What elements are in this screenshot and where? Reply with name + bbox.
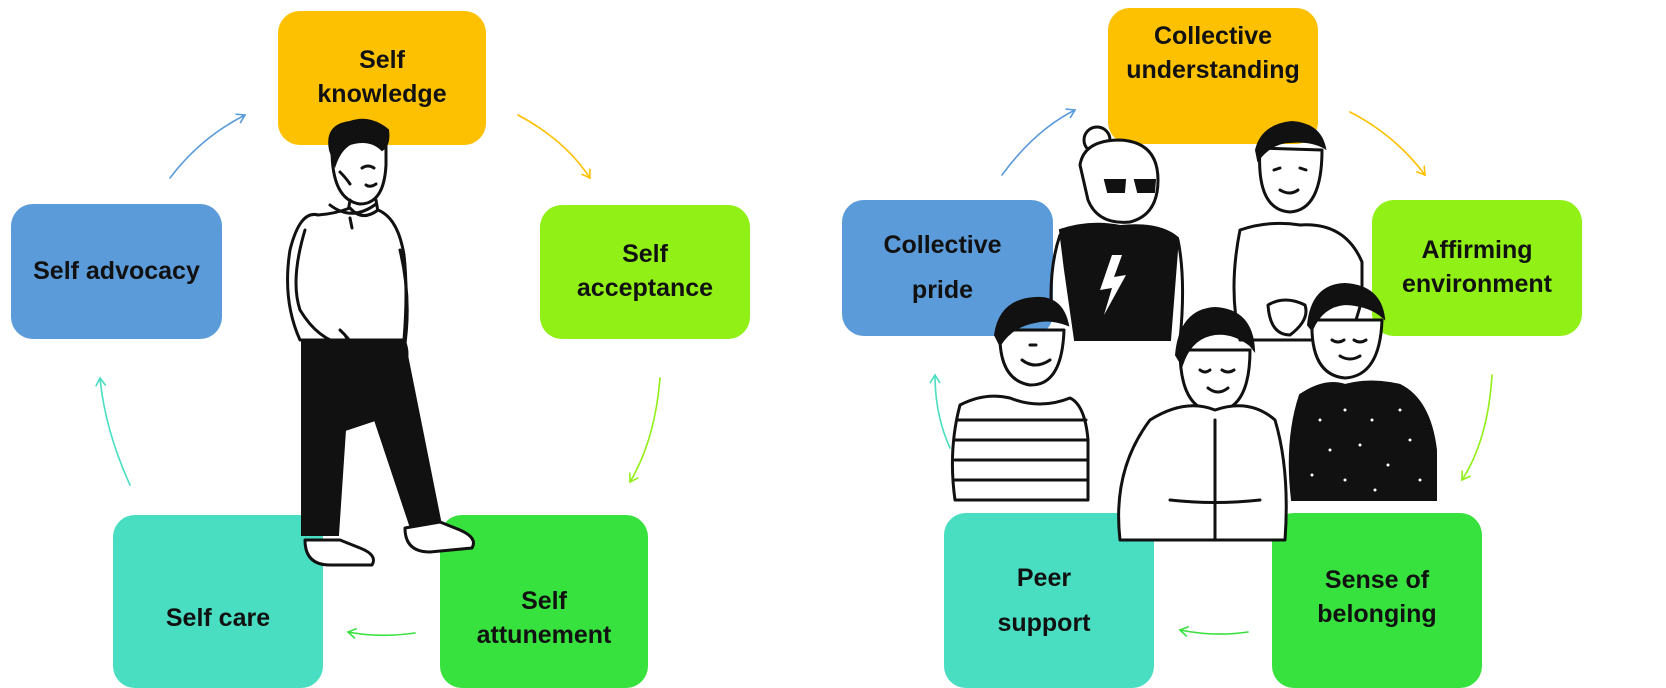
node-self-care: Self care (113, 515, 323, 688)
arrow-attunement-to-care (346, 627, 416, 639)
arrow-pride-to-understanding (1001, 108, 1077, 176)
node-self-knowledge: Self knowledge (278, 11, 486, 145)
node-sense-of-belonging: Sense of belonging (1272, 513, 1482, 688)
arrow-knowledge-to-acceptance (517, 114, 591, 180)
arrow-care-to-advocacy (95, 376, 131, 486)
node-peer-support: Peer support (944, 513, 1154, 688)
arrow-peer-to-pride (929, 373, 951, 449)
arrow-understanding-to-affirming (1349, 111, 1426, 177)
arrow-affirming-to-belonging (1461, 374, 1493, 482)
node-self-attunement: Self attunement (440, 515, 648, 688)
arrow-acceptance-to-attunement (628, 377, 661, 484)
node-self-advocacy: Self advocacy (11, 204, 222, 339)
node-collective-pride: Collective pride (842, 200, 1053, 336)
node-affirming-environment: Affirming environment (1372, 200, 1582, 336)
arrow-belonging-to-peer (1178, 625, 1249, 638)
node-self-acceptance: Self acceptance (540, 205, 750, 339)
arrow-advocacy-to-knowledge (169, 113, 247, 179)
node-collective-understanding: Collective understanding (1108, 8, 1318, 144)
